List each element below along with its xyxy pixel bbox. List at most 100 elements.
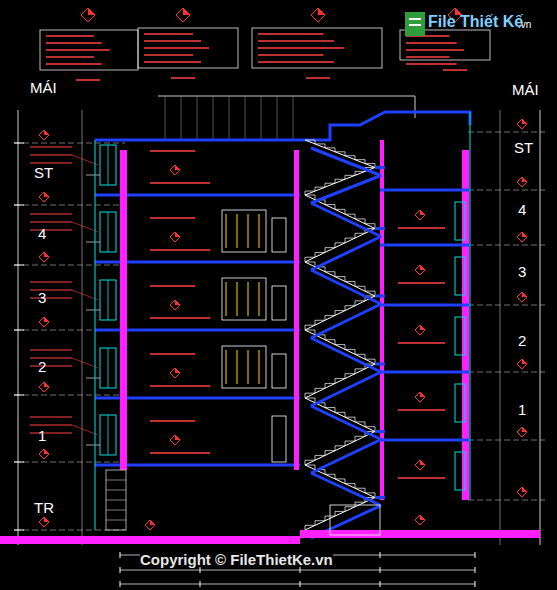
window-frame [100, 212, 116, 252]
stair-tread [345, 281, 355, 286]
stair-tread [305, 325, 315, 330]
stair-slab [311, 473, 381, 506]
level-marker [517, 119, 527, 129]
marker-fill [420, 210, 425, 215]
leader-line [72, 155, 98, 165]
stair-tread [325, 315, 335, 320]
stair-slab [311, 304, 381, 338]
room-tag [170, 232, 180, 242]
marker-fill [318, 8, 325, 15]
wc-fixture [237, 214, 238, 248]
room-tag [170, 165, 180, 175]
level-marker [39, 517, 49, 527]
marker-fill [44, 192, 49, 197]
stair-tread [325, 183, 335, 187]
landing [375, 496, 385, 499]
step-line [106, 500, 126, 501]
landing [375, 363, 385, 366]
stair-tread [355, 219, 365, 224]
marker-diamond [170, 165, 180, 175]
marker-diamond [39, 192, 49, 202]
marker-diamond [311, 8, 325, 22]
stair-tread [305, 525, 315, 530]
callout-note-line [30, 289, 72, 290]
stair-tread [365, 493, 375, 498]
wc-fixture [248, 282, 249, 316]
stair-tread [335, 209, 345, 214]
marker-fill [150, 520, 155, 525]
window-mullion [108, 348, 109, 388]
room-note-line [150, 285, 195, 287]
stair-tread [335, 345, 345, 350]
marker-fill [44, 382, 49, 387]
stair-tread [355, 301, 365, 306]
legend-note-line [46, 35, 94, 37]
level-marker [39, 449, 49, 459]
marker-fill [522, 177, 527, 182]
wc-fixture [237, 282, 238, 316]
landing [375, 227, 385, 230]
wc-fixture [226, 350, 227, 384]
level-line [468, 500, 545, 501]
step-line [106, 490, 126, 491]
stair-tread [355, 488, 365, 493]
floor-slab [380, 304, 470, 307]
stair-slab [311, 372, 381, 406]
level-label: 4 [38, 226, 46, 241]
room-note-line [150, 150, 195, 152]
stair-tread [335, 152, 345, 156]
stair-tread [315, 144, 325, 148]
marker-fill [175, 165, 180, 170]
column [294, 150, 299, 470]
marker-fill [175, 435, 180, 440]
stair-tread [335, 479, 345, 484]
leader-line [72, 290, 98, 300]
dimension-tick [380, 581, 381, 587]
stair-tread [365, 427, 375, 432]
level-line [468, 132, 545, 133]
landing [375, 295, 385, 298]
marker-diamond [517, 292, 527, 302]
stair-slab [311, 440, 381, 474]
window-mullion [108, 212, 109, 252]
wc-fixture [259, 282, 260, 316]
stair-tread [345, 507, 355, 512]
level-label: 2 [518, 333, 526, 348]
marker-fill [522, 292, 527, 297]
window-frame [100, 348, 116, 388]
level-line [468, 245, 545, 246]
legend-note-line [46, 63, 102, 65]
level-label: 4 [518, 202, 526, 217]
callout-note-line [30, 154, 72, 155]
room-tag [415, 392, 425, 402]
marker-fill [420, 392, 425, 397]
room-note-line [150, 317, 210, 319]
stair-tread [315, 388, 325, 393]
stair-slab [311, 237, 381, 271]
stair-tread [345, 175, 355, 179]
dimension-tick [14, 530, 24, 531]
balcony-rail [86, 175, 100, 176]
legend-caption-line [76, 79, 100, 81]
marker-fill [88, 8, 95, 15]
stair-tread [345, 156, 355, 160]
step-line [106, 510, 126, 511]
roof-post [277, 96, 278, 140]
level-line [468, 440, 545, 441]
marker-diamond [39, 517, 49, 527]
marker-fill [44, 130, 49, 135]
roof-parapet [158, 96, 415, 97]
door [272, 218, 286, 252]
marker-diamond [170, 368, 180, 378]
legend-caption-line [306, 77, 330, 79]
room-note-line [150, 452, 210, 454]
outer-wall [469, 112, 470, 500]
stair-tread [335, 277, 345, 282]
stair-tread [355, 369, 365, 374]
door [272, 286, 286, 320]
dimension-tick [475, 567, 476, 573]
dimension-tick [300, 581, 301, 587]
stair-flight [305, 140, 375, 168]
dimension-line [18, 110, 19, 545]
